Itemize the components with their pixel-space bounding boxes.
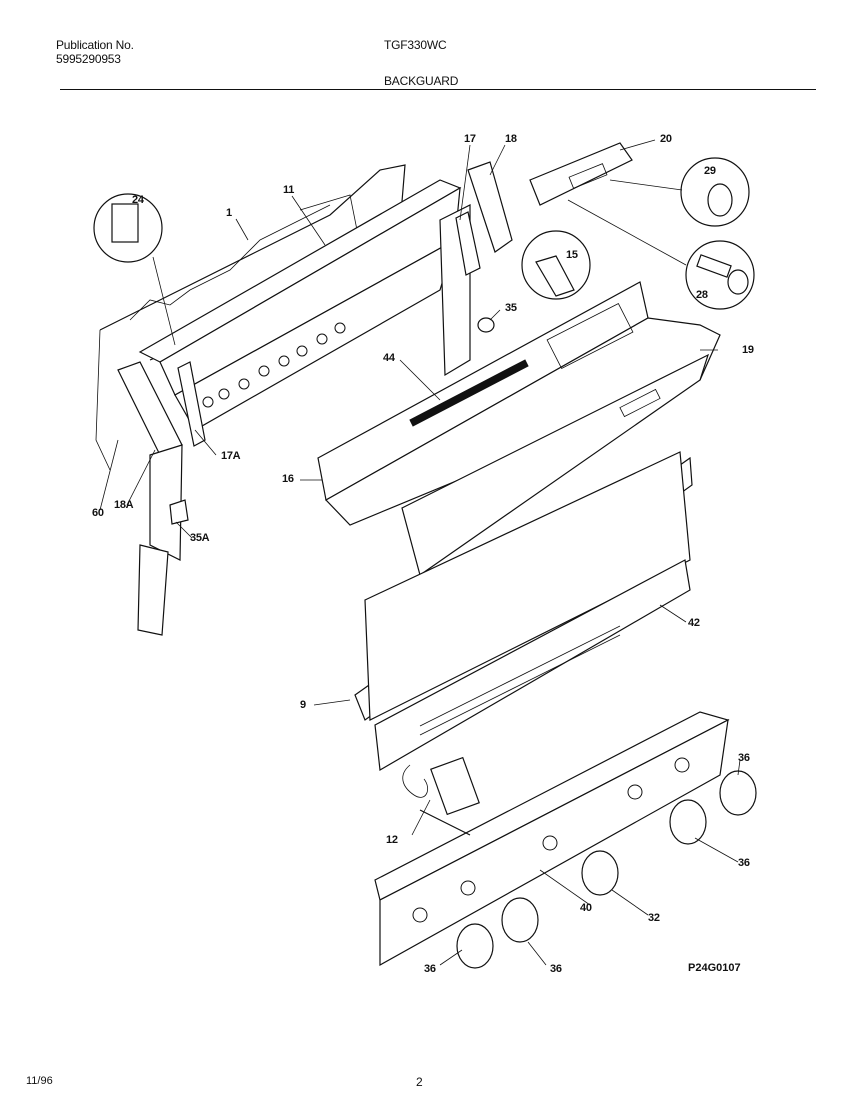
callout-19: 19 <box>742 344 754 356</box>
callout-17a: 17A <box>221 450 241 462</box>
manifold-panel-part <box>374 711 757 969</box>
callout-18a: 18A <box>114 499 134 511</box>
backguard-frame-part <box>138 179 471 431</box>
callout-42: 42 <box>688 617 700 629</box>
leader-lines <box>99 139 741 966</box>
callout-40: 40 <box>580 902 592 914</box>
publication-number: 5995290953 <box>56 52 121 66</box>
callout-16: 16 <box>282 473 294 485</box>
callout-36-d: 36 <box>550 963 562 975</box>
callout-15: 15 <box>566 249 578 261</box>
callout-35: 35 <box>505 302 517 314</box>
clock-part <box>93 142 755 333</box>
end-caps-part <box>117 161 513 636</box>
callout-24: 24 <box>132 194 144 206</box>
section-title: BACKGUARD <box>384 74 459 88</box>
callout-12: 12 <box>386 834 398 846</box>
callout-17: 17 <box>464 133 476 145</box>
callout-32: 32 <box>648 912 660 924</box>
callout-18: 18 <box>505 133 517 145</box>
callout-36-b: 36 <box>738 857 750 869</box>
callout-28: 28 <box>696 289 708 301</box>
callout-36-c: 36 <box>424 963 436 975</box>
control-panel-part <box>317 281 721 576</box>
revision-date: 11/96 <box>26 1075 53 1087</box>
callout-36-a: 36 <box>738 752 750 764</box>
model-number: TGF330WC <box>384 38 447 52</box>
page-number: 2 <box>416 1075 423 1089</box>
diagram-code: P24G0107 <box>688 962 741 974</box>
callout-11: 11 <box>283 184 295 196</box>
publication-label: Publication No. <box>56 38 134 52</box>
callout-60: 60 <box>92 507 104 519</box>
callout-1: 1 <box>226 207 232 219</box>
header-divider <box>60 89 816 90</box>
callout-20: 20 <box>660 133 672 145</box>
callout-35a: 35A <box>190 532 210 544</box>
callout-29: 29 <box>704 165 716 177</box>
callout-44: 44 <box>383 352 395 364</box>
callout-9: 9 <box>300 699 306 711</box>
vent-trim-part <box>354 451 693 771</box>
